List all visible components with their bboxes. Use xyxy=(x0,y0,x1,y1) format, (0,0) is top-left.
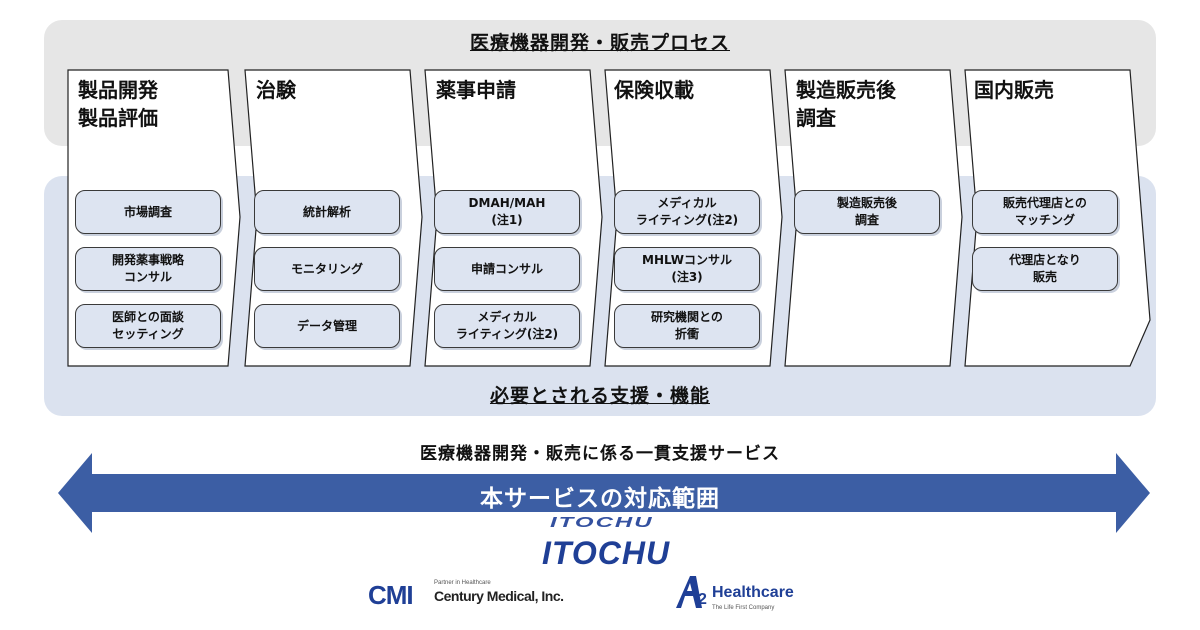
century-medical-logo: CMI Partner in Healthcare Century Medica… xyxy=(368,580,568,610)
stage4-item-research-negotiation: 研究機関との 折衝 xyxy=(614,304,760,348)
process-title: 医療機器開発・販売プロセス xyxy=(469,32,730,54)
stage4-item-medical-writing: メディカル ライティング(注2) xyxy=(614,190,760,234)
itochu-logo-top: ITOCHU xyxy=(550,514,654,531)
stage6-item-agency-sales: 代理店となり 販売 xyxy=(972,247,1118,291)
stage1-item-regulatory-strategy: 開発薬事戦略 コンサル xyxy=(75,247,221,291)
stage-title-6: 国内販売 xyxy=(974,78,1054,102)
stage3-item-medical-writing: メディカル ライティング(注2) xyxy=(434,304,580,348)
itochu-logo: ITOCHU ITOCHU xyxy=(520,515,680,577)
scope-arrow-shape xyxy=(58,453,1150,533)
stage1-item-physician-meeting: 医師との面談 セッティング xyxy=(75,304,221,348)
cmi-tagline: Partner in Healthcare xyxy=(434,580,491,586)
cmi-mark: CMI xyxy=(368,580,414,610)
stage-title-5: 製造販売後 調査 xyxy=(796,78,896,130)
stage-title-3: 薬事申請 xyxy=(436,78,516,102)
a2-healthcare-logo: 2 Healthcare The Life First Company xyxy=(672,572,822,616)
a2-mark-icon: 2 xyxy=(676,576,707,608)
itochu-logo-text: ITOCHU xyxy=(542,535,671,571)
stage3-item-dmah: DMAH/MAH (注1) xyxy=(434,190,580,234)
scope-arrow-label: 本サービスの対応範囲 xyxy=(480,486,720,512)
support-title: 必要とされる支援・機能 xyxy=(489,385,710,407)
stage-title-1: 製品開発 製品評価 xyxy=(78,78,158,130)
stage5-item-postmarket-survey: 製造販売後 調査 xyxy=(794,190,940,234)
stage1-item-market-research: 市場調査 xyxy=(75,190,221,234)
cmi-name: Century Medical, Inc. xyxy=(434,588,564,604)
stage4-item-mhlw-consulting: MHLWコンサル (注3) xyxy=(614,247,760,291)
service-label: 医療機器開発・販売に係る一貫支援サービス xyxy=(420,444,780,464)
stage6-item-distributor-matching: 販売代理店との マッチング xyxy=(972,190,1118,234)
stage-title-2: 治験 xyxy=(256,78,296,102)
stage2-item-monitoring: モニタリング xyxy=(254,247,400,291)
a2-tagline: The Life First Company xyxy=(712,605,775,611)
stage2-item-data-management: データ管理 xyxy=(254,304,400,348)
stage3-item-application-consulting: 申請コンサル xyxy=(434,247,580,291)
stage2-item-statistics: 統計解析 xyxy=(254,190,400,234)
svg-text:2: 2 xyxy=(698,591,707,608)
stage-title-4: 保険収載 xyxy=(614,78,694,102)
a2-name: Healthcare xyxy=(712,584,794,601)
